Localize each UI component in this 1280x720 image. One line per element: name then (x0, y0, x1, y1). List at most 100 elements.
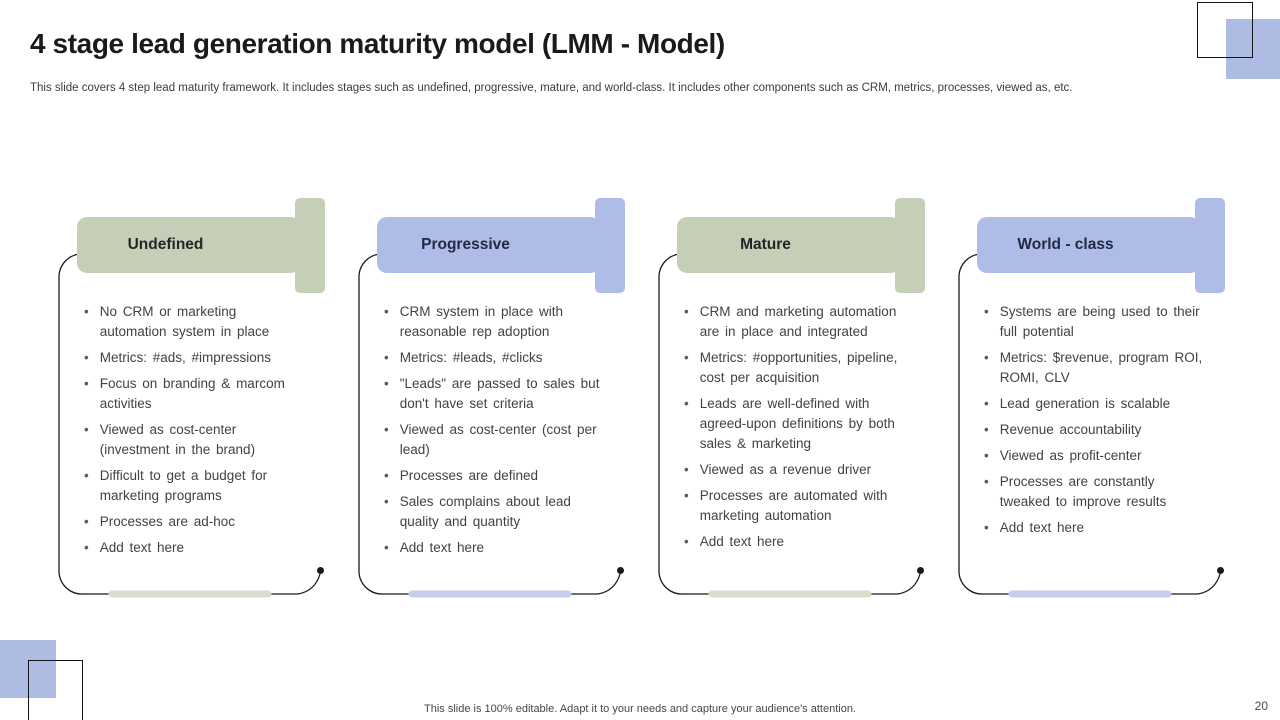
bullet-text: Metrics: #ads, #impressions (99, 350, 272, 365)
bullet-item: • Viewed as a revenue driver (684, 460, 906, 480)
stage-label: Undefined (127, 236, 204, 253)
stage-label: Mature (740, 236, 791, 253)
stage-header: World - class (977, 217, 1200, 273)
bullet-text: Metrics: $revenue, program ROI, ROMI, CL… (999, 350, 1203, 385)
bullet-item: • "Leads" are passed to sales but don't h… (384, 374, 606, 414)
bullet-dot: • (84, 304, 89, 319)
bullet-dot: • (984, 520, 989, 535)
card-curl-dot (317, 567, 324, 574)
bullet-dot: • (84, 468, 89, 483)
bullet-item: •Add text here (84, 538, 306, 558)
bullet-text: Processes are defined (399, 468, 539, 483)
bullet-dot: • (984, 474, 989, 489)
bullet-text: Lead generation is scalable (999, 396, 1171, 411)
bullet-item: • Lead generation is scalable (984, 394, 1206, 414)
stage-header: Undefined (77, 217, 300, 273)
bullet-dot: • (984, 396, 989, 411)
bullet-text: Focus on branding & marcom activities (99, 376, 285, 411)
stage-bullets: •No CRM or marketing automation system i… (84, 302, 306, 564)
stage-card-world-class: World - class •Systems are being used to … (956, 190, 1240, 610)
stage-arrowhead (895, 198, 925, 293)
page-number: 20 (1254, 699, 1268, 713)
bullet-item: • Processes are automated with marketing … (684, 486, 906, 526)
bullet-dot: • (984, 304, 989, 319)
bullet-item: •No CRM or marketing automation system i… (84, 302, 306, 342)
bullet-dot: • (384, 468, 389, 483)
bullet-item: • Processes are defined (384, 466, 606, 486)
stage-arrowhead (295, 198, 325, 293)
stage-label: World - class (1017, 236, 1114, 253)
outline-square-top-right (1197, 2, 1253, 58)
bullet-text: CRM system in place with reasonable rep … (399, 304, 564, 339)
bullet-dot: • (84, 540, 89, 555)
bullet-dot: • (684, 304, 689, 319)
card-outline (958, 253, 1224, 598)
bullet-dot: • (384, 304, 389, 319)
bullet-dot: • (384, 422, 389, 437)
bullet-item: • Revenue accountability (984, 420, 1206, 440)
bullet-dot: • (384, 376, 389, 391)
bullet-dot: • (84, 350, 89, 365)
bullet-text: Viewed as cost-center (cost per lead) (399, 422, 597, 457)
stage-header: Mature (677, 217, 900, 273)
stage-card-undefined: Undefined •No CRM or marketing automation… (56, 190, 340, 610)
bullet-dot: • (984, 448, 989, 463)
bullet-dot: • (684, 396, 689, 411)
bullet-text: Add text here (399, 540, 485, 555)
page-subtitle: This slide covers 4 step lead maturity f… (30, 82, 1073, 94)
bullet-dot: • (84, 376, 89, 391)
card-outline (658, 253, 924, 598)
bullet-text: Add text here (999, 520, 1085, 535)
bullet-item: • Focus on branding & marcom activities (84, 374, 306, 414)
bullet-item: •Leads are well-defined with agreed-upon… (684, 394, 906, 454)
bullet-text: Viewed as profit-center (999, 448, 1142, 463)
bullet-item: • CRM system in place with reasonable rep… (384, 302, 606, 342)
bullet-item: • Metrics: #ads, #impressions (84, 348, 306, 368)
card-curl-dot (1217, 567, 1224, 574)
bullet-text: Processes are automated with marketing a… (699, 488, 888, 523)
bullet-dot: • (384, 494, 389, 509)
bullet-item: • Viewed as profit-center (984, 446, 1206, 466)
page-title: 4 stage lead generation maturity model (… (30, 28, 725, 59)
card-outline (358, 253, 624, 598)
card-outline (58, 253, 324, 598)
bullet-item: • Viewed as cost-center (cost per lead) (384, 420, 606, 460)
bullet-dot: • (384, 350, 389, 365)
bullet-item: • Add text here (984, 518, 1206, 538)
bullet-text: Sales complains about lead quality and q… (399, 494, 571, 529)
bullet-text: Revenue accountability (999, 422, 1142, 437)
stage-card-mature: Mature • CRM and marketing automation are … (656, 190, 940, 610)
bullet-text: Difficult to get a budget for marketing … (99, 468, 268, 503)
stage-arrowhead (595, 198, 625, 293)
stage-arrowhead (1195, 198, 1225, 293)
bullet-text: "Leads" are passed to sales but don't ha… (399, 376, 600, 411)
bullet-text: Processes are constantly tweaked to impr… (999, 474, 1167, 509)
bullet-text: Viewed as a revenue driver (699, 462, 872, 477)
bullet-item: •Viewed as cost-center (investment in th… (84, 420, 306, 460)
card-curl-dot (917, 567, 924, 574)
bullet-item: •Systems are being used to their full po… (984, 302, 1206, 342)
bullet-dot: • (684, 488, 689, 503)
card-curl-dot (617, 567, 624, 574)
bullet-item: • Difficult to get a budget for marketing… (84, 466, 306, 506)
bullet-dot: • (684, 462, 689, 477)
bullet-item: •Add text here (384, 538, 606, 558)
stage-card-progressive: Progressive • CRM system in place with rea… (356, 190, 640, 610)
bullet-text: Viewed as cost-center (investment in the… (99, 422, 256, 457)
bullet-item: • Sales complains about lead quality and … (384, 492, 606, 532)
bullet-item: • Metrics: $revenue, program ROI, ROMI, C… (984, 348, 1206, 388)
bullet-item: • Processes are constantly tweaked to imp… (984, 472, 1206, 512)
stage-header: Progressive (377, 217, 600, 273)
outline-square-bottom-left (28, 660, 83, 720)
bullet-text: CRM and marketing automation are in plac… (699, 304, 897, 339)
bullet-item: •Add text here (684, 532, 906, 552)
stage-label: Progressive (421, 236, 510, 253)
bullet-dot: • (984, 422, 989, 437)
stage-bullets: •Systems are being used to their full po… (984, 302, 1206, 544)
bullet-dot: • (684, 534, 689, 549)
footer-note: This slide is 100% editable. Adapt it to… (424, 703, 856, 715)
bullet-item: •Metrics: #opportunities, pipeline, cost… (684, 348, 906, 388)
bullet-dot: • (984, 350, 989, 365)
bullet-text: Processes are ad-hoc (99, 514, 236, 529)
stages-row: Undefined •No CRM or marketing automation… (56, 190, 1240, 610)
